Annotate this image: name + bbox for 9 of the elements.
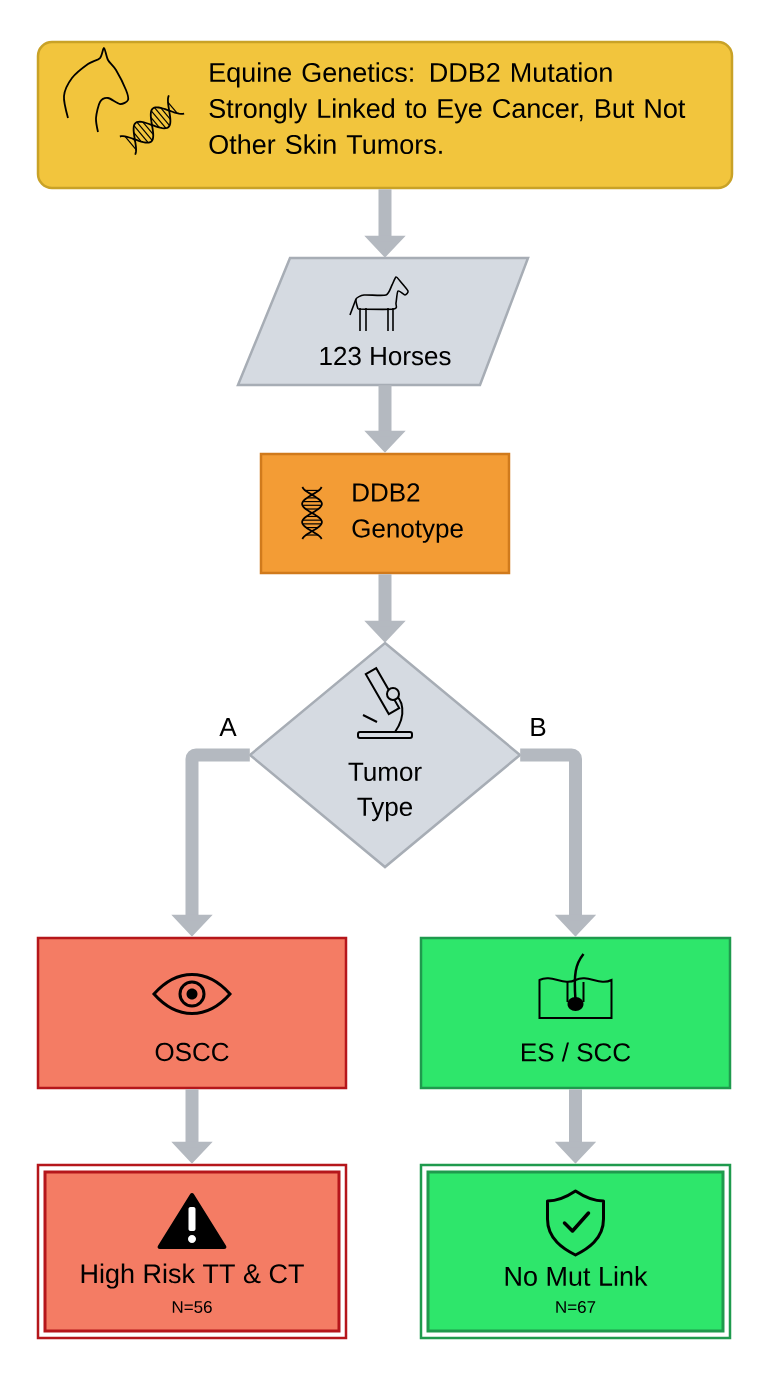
result-box: No Mut Link N=67 — [419, 1163, 732, 1340]
title-box: Equine Genetics: DDB2 Mutation Strongly Linked to Eye Cancer, But Not Other Skin Tumors. — [36, 40, 734, 190]
result-box: High Risk TT & CT N=56 — [36, 1163, 348, 1340]
category-box: OSCC — [36, 936, 348, 1090]
edge-label: B — [527, 716, 549, 738]
edge-label: A — [217, 716, 239, 738]
category-box: ES / SCC — [419, 936, 732, 1090]
data-parallelogram: 123 Horses — [236, 256, 530, 387]
process-box: DDB2 Genotype — [259, 452, 511, 575]
